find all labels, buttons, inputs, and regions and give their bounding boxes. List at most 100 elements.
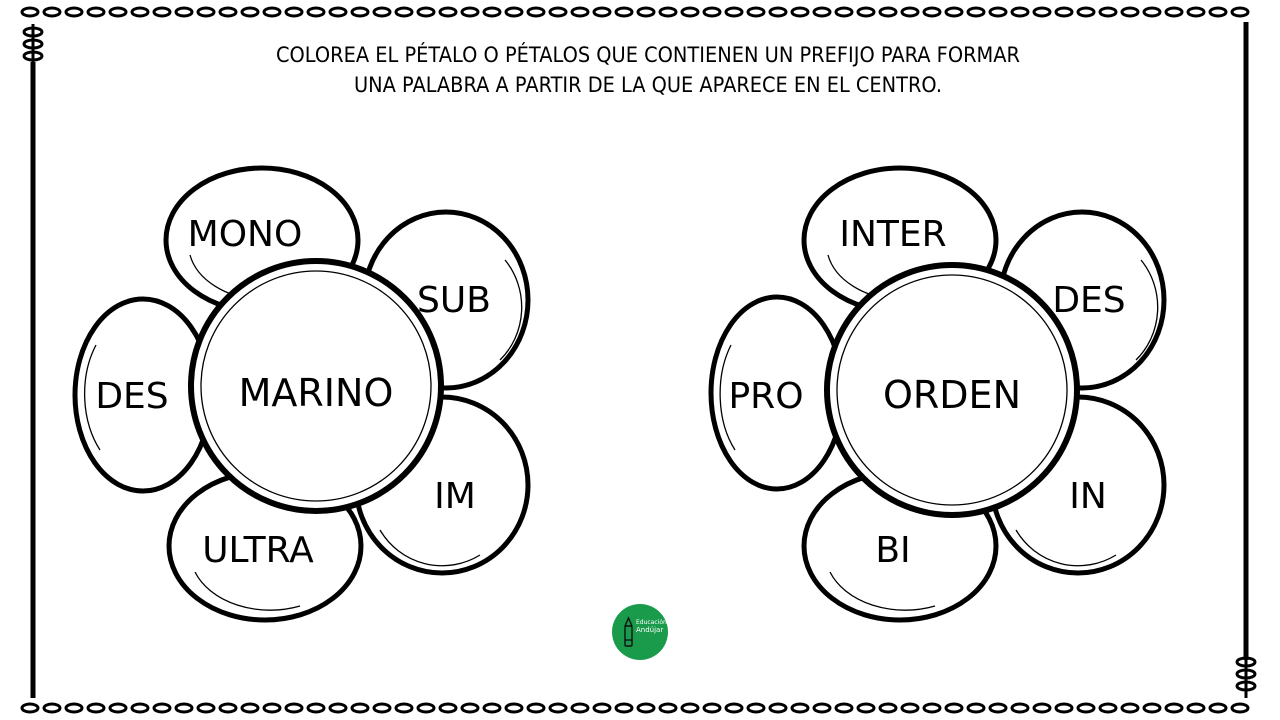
chain-link-icon (1098, 6, 1118, 18)
chain-link-icon (856, 702, 876, 714)
chain-link-icon (680, 6, 700, 18)
chain-link-icon (240, 702, 260, 714)
chain-link-icon (306, 6, 326, 18)
chain-link-icon (702, 702, 722, 714)
chain-link-icon (1010, 702, 1030, 714)
chain-link-icon (944, 6, 964, 18)
chain-link-icon (86, 702, 106, 714)
chain-link-icon (240, 6, 260, 18)
chain-link-icon (900, 702, 920, 714)
logo: Educación Andújar (612, 604, 668, 660)
center-word: MARINO (239, 371, 394, 415)
chain-link-icon (548, 702, 568, 714)
chain-link-icon (350, 702, 370, 714)
chain-link-icon (86, 6, 106, 18)
chain-link-icon (614, 6, 634, 18)
chain-link-icon (834, 6, 854, 18)
chain-link-icon (592, 6, 612, 18)
chain-link-icon (174, 702, 194, 714)
chain-link-icon (218, 6, 238, 18)
petal-label: PRO (728, 376, 803, 417)
logo-text-line-1: Educación (636, 619, 667, 626)
chain-link-icon (548, 6, 568, 18)
chain-link-icon (680, 702, 700, 714)
chain-link-icon (328, 6, 348, 18)
chain-link-icon (1032, 6, 1052, 18)
chain-link-icon (1032, 702, 1052, 714)
instructions-line-1: COLOREA EL PÉTALO O PÉTALOS QUE CONTIENE… (276, 42, 1020, 67)
instructions-line-2: UNA PALABRA A PARTIR DE LA QUE APARECE E… (354, 73, 942, 97)
chain-link-icon (922, 702, 942, 714)
center-word: ORDEN (883, 373, 1021, 417)
chain-link-icon (504, 6, 524, 18)
chain-link-icon (614, 702, 634, 714)
chain-link-icon (1208, 6, 1228, 18)
chain-link-icon (1120, 702, 1140, 714)
chain-link-icon (702, 6, 722, 18)
chain-link-icon (1142, 702, 1162, 714)
chain-link-icon (130, 702, 150, 714)
chain-link-icon (350, 6, 370, 18)
chain-link-icon (988, 6, 1008, 18)
flower-marino: MONO SUB DES IM ULTRA MARINO (72, 165, 531, 623)
chain-link-icon (658, 6, 678, 18)
chain-link-icon (284, 6, 304, 18)
chain-link-icon (1208, 702, 1228, 714)
chain-link-icon (1164, 6, 1184, 18)
chain-link-icon (306, 702, 326, 714)
petal-label: IM (434, 476, 476, 517)
logo-text-line-2: Andújar (636, 626, 663, 634)
chain-link-icon (1120, 6, 1140, 18)
chain-link-icon (262, 702, 282, 714)
chain-link-icon (922, 6, 942, 18)
petal-label: BI (875, 530, 910, 571)
chain-link-icon (20, 6, 40, 18)
chain-link-icon (658, 702, 678, 714)
chain-link-icon (966, 6, 986, 18)
chain-link-icon (636, 6, 656, 18)
flower-center: MARINO (188, 258, 444, 514)
decorative-border (20, 6, 1257, 714)
chain-link-icon (724, 702, 744, 714)
chain-link-icon (768, 6, 788, 18)
chain-link-icon (812, 702, 832, 714)
flower-orden: INTER DES PRO IN BI ORDEN (708, 165, 1167, 623)
chain-link-icon (42, 702, 62, 714)
chain-link-icon (1098, 702, 1118, 714)
chain-link-icon (900, 6, 920, 18)
chain-link-icon (416, 6, 436, 18)
chain-link-icon (966, 702, 986, 714)
chain-link-icon (1164, 702, 1184, 714)
flower-center: ORDEN (824, 262, 1080, 518)
chain-link-icon (108, 6, 128, 18)
chain-link-icon (284, 702, 304, 714)
chain-link-icon (394, 702, 414, 714)
chain-link-icon (1076, 702, 1096, 714)
chain-link-icon (394, 6, 414, 18)
chain-link-icon (108, 702, 128, 714)
chain-link-icon (878, 702, 898, 714)
chain-link-icon (746, 6, 766, 18)
chain-link-icon (1186, 6, 1206, 18)
petal-label: ULTRA (202, 530, 314, 571)
chain-link-icon (262, 6, 282, 18)
petal-label: INTER (839, 214, 946, 255)
chain-link-icon (1054, 6, 1074, 18)
petal-left[interactable]: PRO (708, 294, 846, 492)
chain-link-icon (636, 702, 656, 714)
chain-link-icon (372, 702, 392, 714)
border-right-knot-icon (1235, 652, 1257, 698)
chain-link-icon (152, 6, 172, 18)
chain-link-icon (1054, 702, 1074, 714)
chain-link-icon (746, 702, 766, 714)
petal-label: IN (1069, 476, 1107, 517)
chain-link-icon (438, 702, 458, 714)
petal-label: DES (1052, 280, 1125, 321)
chain-link-icon (1230, 6, 1250, 18)
chain-link-icon (64, 702, 84, 714)
chain-link-icon (42, 6, 62, 18)
border-top-chain (20, 6, 1250, 18)
chain-link-icon (1076, 6, 1096, 18)
chain-link-icon (196, 6, 216, 18)
